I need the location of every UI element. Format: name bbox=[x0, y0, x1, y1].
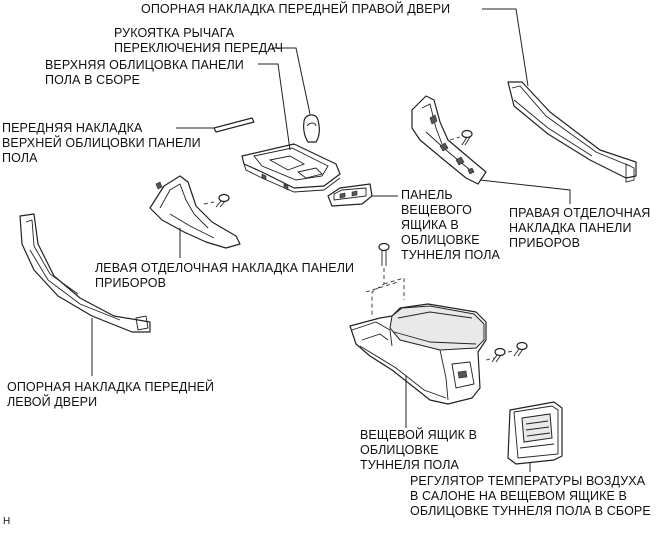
label-front-left-door-scuff: ОПОРНАЯ НАКЛАДКА ПЕРЕДНЕЙ ЛЕВОЙ ДВЕРИ bbox=[7, 380, 215, 409]
label-console-box: ВЕЩЕВОЙ ЯЩИК В ОБЛИЦОВКЕ ТУННЕЛЯ ПОЛА bbox=[360, 428, 478, 472]
label-front-right-door-scuff: ОПОРНАЯ НАКЛАДКА ПЕРЕДНЕЙ ПРАВОЙ ДВЕРИ bbox=[141, 2, 451, 16]
shift-knob bbox=[303, 114, 320, 143]
label-left-instrument-trim: ЛЕВАЯ ОТДЕЛОЧНАЯ НАКЛАДКА ПАНЕЛИ ПРИБОРО… bbox=[95, 261, 355, 290]
rear-air-register bbox=[507, 401, 563, 465]
screw-right-trim bbox=[449, 129, 473, 146]
console-box bbox=[349, 303, 487, 405]
label-right-instrument-trim: ПРАВАЯ ОТДЕЛОЧНАЯ НАКЛАДКА ПАНЕЛИ ПРИБОР… bbox=[509, 206, 651, 250]
front-right-door-scuff-plate bbox=[507, 81, 637, 183]
screw-left-trim bbox=[203, 193, 230, 208]
corner-mark: H bbox=[3, 516, 11, 527]
left-instrument-trim bbox=[149, 175, 241, 249]
screws-console-side bbox=[485, 341, 528, 363]
label-upper-console-panel: ВЕРХНЯЯ ОБЛИЦОВКА ПАНЕЛИ ПОЛА В СБОРЕ bbox=[45, 58, 244, 87]
console-box-panel bbox=[327, 183, 373, 207]
label-shift-knob: РУКОЯТКА РЫЧАГА ПЕРЕКЛЮЧЕНИЯ ПЕРЕДАЧ bbox=[114, 26, 284, 55]
front-upper-console-trim bbox=[213, 117, 255, 133]
bolt-console-top bbox=[365, 242, 405, 316]
upper-console-panel bbox=[241, 143, 341, 193]
right-instrument-trim bbox=[411, 95, 487, 185]
front-left-door-scuff-plate bbox=[19, 213, 151, 333]
label-front-upper-console-trim: ПЕРЕДНЯЯ НАКЛАДКА ВЕРХНЕЙ ОБЛИЦОВКИ ПАНЕ… bbox=[2, 121, 201, 165]
leader-lines bbox=[91, 8, 571, 472]
label-rear-air-register: РЕГУЛЯТОР ТЕМПЕРАТУРЫ ВОЗДУХА В САЛОНЕ Н… bbox=[410, 474, 651, 518]
label-console-box-panel: ПАНЕЛЬ ВЕЩЕВОГО ЯЩИКА В ОБЛИЦОВКЕ ТУННЕЛ… bbox=[401, 188, 500, 262]
